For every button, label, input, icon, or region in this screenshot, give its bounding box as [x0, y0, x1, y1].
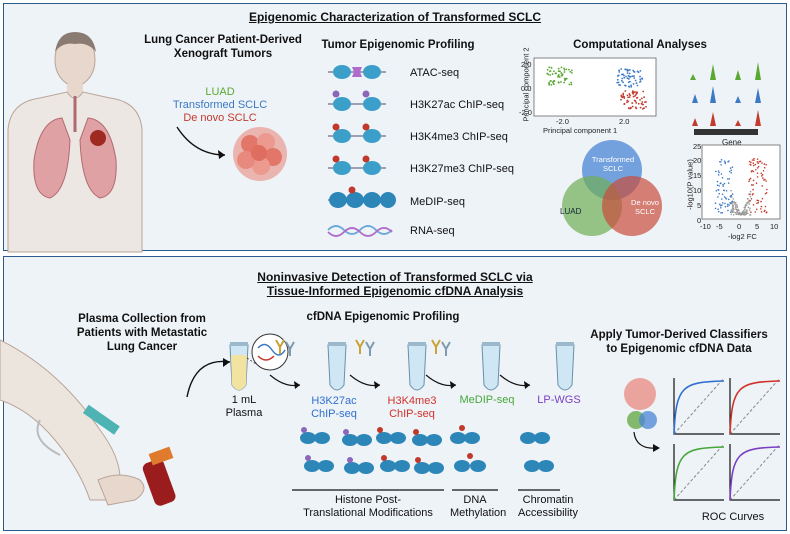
assay-rnaseq: RNA-seq: [410, 225, 455, 237]
roc-curve: [729, 380, 781, 435]
volcano-ylabel: -log10(P value): [685, 159, 695, 210]
classifier-inputs: [624, 378, 660, 452]
volcano-plot: [701, 144, 781, 220]
pdx-header: Lung Cancer Patient-Derived Xenograft Tu…: [144, 34, 302, 60]
top-panel-title: Epigenomic Characterization of Transform…: [248, 10, 542, 24]
pca-xtick-2: 2.0: [619, 117, 630, 126]
roc-curves: [673, 377, 781, 501]
volcano-xtick-4: 5: [755, 222, 760, 231]
plasma-header: Plasma Collection from Patients with Met…: [76, 313, 208, 353]
venn-label-transformed: Transformed SCLC: [591, 155, 635, 173]
arrow-icon: [176, 126, 226, 159]
patient-illustration: [7, 32, 143, 253]
volcano-ytick-20: 20: [693, 156, 702, 165]
roc-curve: [729, 446, 781, 501]
volcano-xtick-1: -10: [700, 222, 711, 231]
volcano-ytick-25: 25: [693, 142, 702, 151]
volcano-xtick-5: 10: [770, 222, 779, 231]
volcano-ytick-15: 15: [693, 171, 702, 180]
volcano-ytick-10: 10: [693, 186, 702, 195]
pca-xtick-1: -2.0: [556, 117, 569, 126]
assay-h3k27ac: H3K27ac ChIP-seq: [410, 99, 505, 111]
category-methylation: DNA Methylation: [450, 494, 507, 519]
category-accessibility: Chromatin Accessibility: [518, 494, 578, 519]
roc-panel: [673, 443, 725, 501]
xenograft-tumor-icon: [233, 127, 287, 181]
track-gene-label: Gene: [722, 138, 742, 147]
venn-label-luad: LUAD: [560, 207, 582, 216]
roc-curve: [673, 446, 725, 501]
assay-h3k27me3: H3K27me3 ChIP-seq: [410, 163, 514, 175]
roc-panel: [729, 443, 781, 501]
assay-medip-label: MeDIP-seq: [459, 394, 515, 406]
volcano-ytick-5: 5: [697, 201, 702, 210]
assay-h3k4me3-label: H3K4me3 ChIP-seq: [387, 395, 437, 420]
assay-medip: MeDIP-seq: [410, 196, 466, 208]
roc-panel: [729, 377, 781, 435]
venn-label-denovo: De novo SCLC: [631, 198, 659, 216]
pca-ytick-3: -2.0: [519, 108, 532, 117]
category-histone: Histone Post- Translational Modification…: [303, 494, 433, 519]
volcano-xlabel: -log2 FC: [728, 232, 757, 241]
cfdna-header: cfDNA Epigenomic Profiling: [306, 311, 460, 323]
arrow-icon: [186, 358, 231, 398]
group-transformed-sclc: Transformed SCLC: [172, 99, 268, 111]
assay-lpwgs-label: LP-WGS: [537, 394, 581, 406]
volcano-ytick-0: 0: [697, 216, 702, 225]
cfdna-workflow: [229, 333, 575, 491]
roc-curve: [673, 380, 725, 435]
genome-tracks: [680, 62, 778, 135]
group-legend: LUAD Transformed SCLC De novo SCLC: [140, 86, 300, 125]
volcano-xtick-2: -5: [716, 222, 723, 231]
nucleosome-icon: [300, 425, 554, 474]
assay-h3k27ac-label: H3K27ac ChIP-seq: [311, 395, 357, 420]
pca-ytick-2: 0.0: [521, 84, 532, 93]
profiling-header: Tumor Epigenomic Profiling: [321, 39, 475, 51]
group-luad: LUAD: [205, 86, 235, 98]
tumor-icon: [90, 130, 106, 146]
plasma-tube: [229, 342, 249, 391]
analyses-header: Computational Analyses: [573, 39, 707, 51]
volcano-xtick-3: 0: [737, 222, 742, 231]
assay-atac: ATAC-seq: [410, 67, 460, 79]
roc-label: ROC Curves: [701, 511, 765, 523]
plasma-label: 1 mL Plasma: [225, 394, 263, 419]
pca-ylabel: Principal component 2: [521, 47, 531, 122]
pca-plot: [533, 57, 657, 117]
arm-blood-draw-illustration: [0, 339, 176, 506]
pca-xlabel: Principal component 1: [543, 126, 618, 135]
assay-h3k4me3: H3K4me3 ChIP-seq: [410, 131, 508, 143]
venn-diagram: [562, 140, 662, 236]
classifier-header: Apply Tumor-Derived Classifiers to Epige…: [590, 329, 768, 355]
bottom-title-line1: Noninvasive Detection of Transformed SCL…: [257, 270, 533, 284]
bottom-title-line2: Tissue-Informed Epigenomic cfDNA Analysi…: [266, 284, 524, 298]
group-de-novo-sclc: De novo SCLC: [183, 112, 257, 124]
nucleosome-icon: [327, 65, 396, 237]
roc-panel: [673, 377, 725, 435]
pca-ytick-1: 2.0: [521, 60, 532, 69]
